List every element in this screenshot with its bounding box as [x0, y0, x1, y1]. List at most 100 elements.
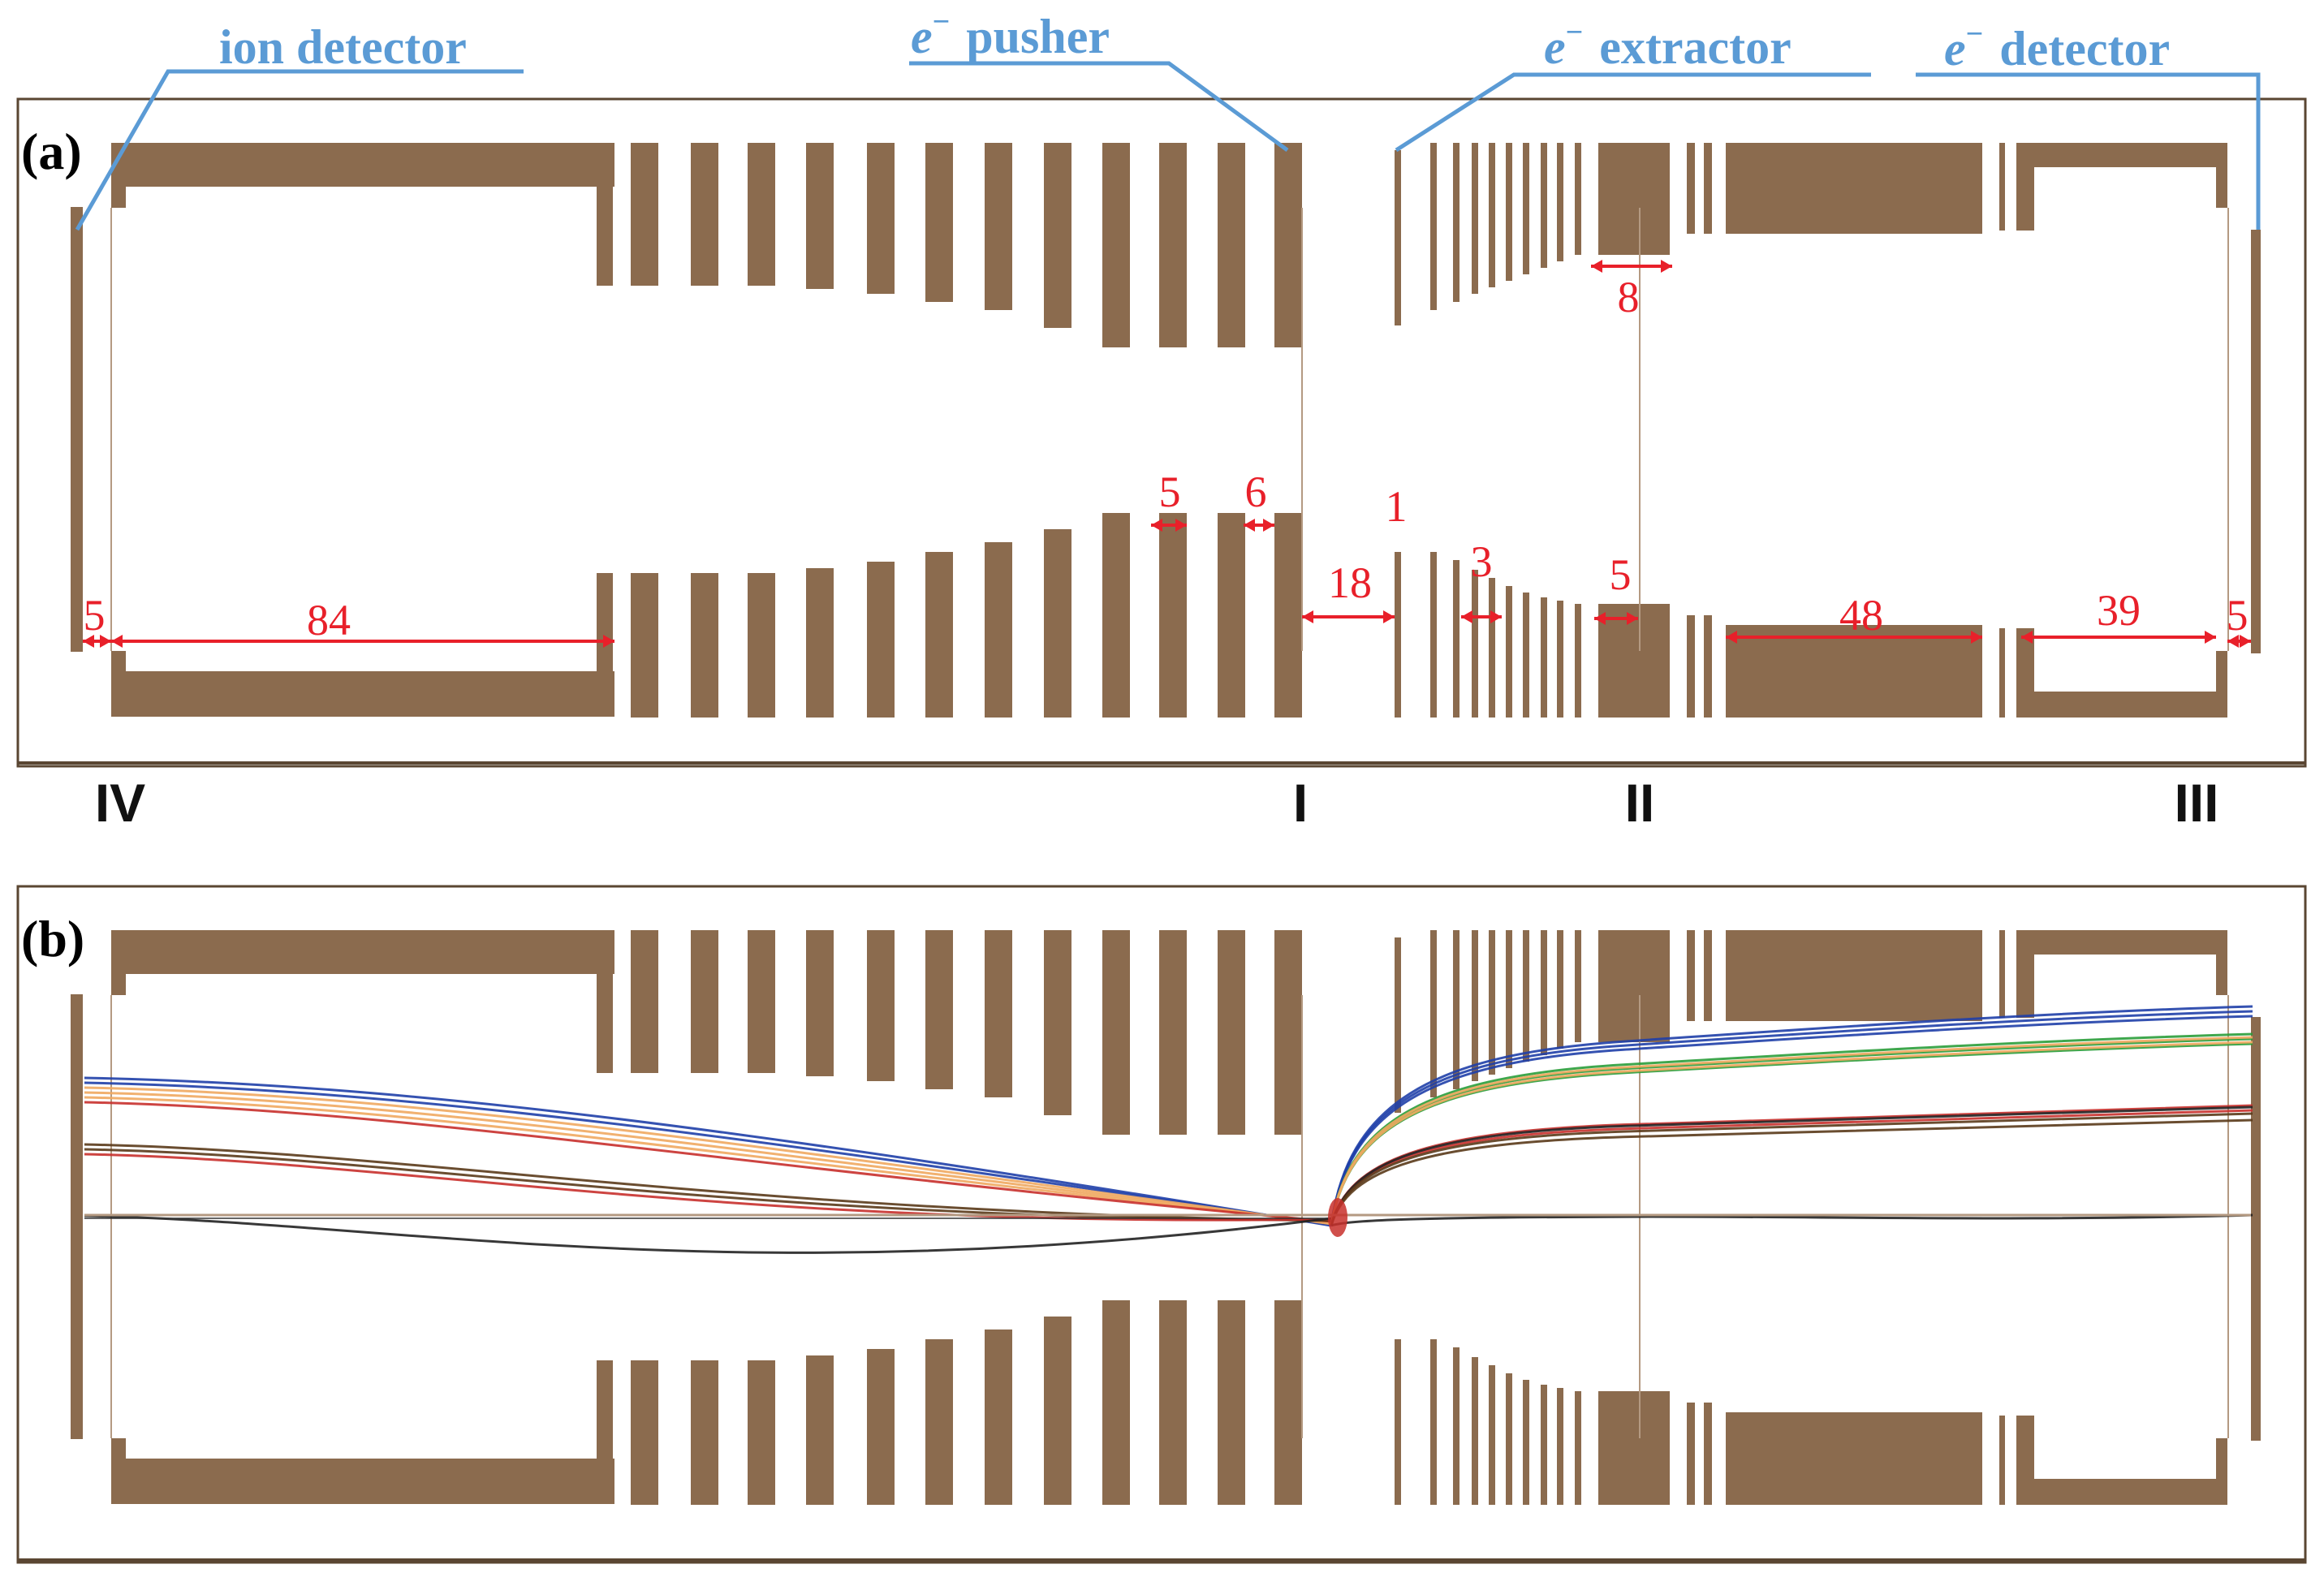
electrode [691, 143, 718, 286]
trajectory-electron [1330, 1112, 2253, 1226]
leader-e-pusher [909, 61, 1289, 153]
electrode [1044, 529, 1071, 718]
electrode [1598, 604, 1670, 718]
trajectory-ion [84, 1148, 1332, 1222]
leader-e-extractor [1395, 72, 1871, 153]
electrode [985, 143, 1012, 310]
electrode [2023, 143, 2227, 167]
electrode [1523, 143, 1529, 274]
electrode [1044, 143, 1071, 328]
plane-ii: II [1625, 773, 1655, 833]
electrode [1557, 930, 1563, 1049]
trajectory-set [84, 1005, 2253, 1254]
electrode [1102, 1300, 1130, 1505]
electrode [985, 930, 1012, 1097]
panel-a-frame [16, 97, 2307, 768]
electrode [1159, 1300, 1187, 1505]
callout-e-detector-text: detector [1999, 22, 2170, 75]
plane-labels: IV I II III [95, 773, 2219, 833]
electrode [1726, 625, 1982, 718]
electrode [71, 207, 83, 652]
electrode [1506, 1373, 1512, 1505]
electrode [867, 562, 895, 718]
dim-6: 6 [1245, 468, 1267, 516]
electrode [1523, 593, 1529, 718]
electrode [1704, 143, 1712, 234]
electrode [867, 1349, 895, 1505]
electrode [925, 143, 953, 302]
panel-a: (a) 5 84 5 6 1 18 3 5 8 48 39 5 ion dete [16, 5, 2307, 768]
trajectory-ion [84, 1091, 1332, 1225]
panel-b: (b) [16, 885, 2307, 1564]
dim-48: 48 [1839, 591, 1883, 640]
trajectory-ion [84, 1081, 1332, 1226]
electrode [1541, 143, 1547, 268]
electrode [2023, 930, 2227, 955]
electrode [1430, 143, 1437, 310]
electrode [925, 552, 953, 718]
electrode [1430, 930, 1437, 1097]
dimension-arrow [111, 635, 614, 648]
callout-e-extractor-text: extractor [1599, 20, 1791, 74]
electrode [925, 1339, 953, 1505]
plane-iii: III [2174, 773, 2218, 833]
electrode [1999, 143, 2005, 231]
trajectory-ion [84, 1096, 1332, 1224]
electrode [691, 573, 718, 718]
dim-5-mid: 5 [1159, 468, 1181, 516]
dimension-arrow [1591, 260, 1672, 273]
electrode [1489, 1365, 1495, 1505]
electrode [2216, 1438, 2227, 1505]
panel-a-label: (a) [21, 123, 82, 180]
electrode [1704, 615, 1712, 718]
electrode [111, 143, 126, 208]
plane-iv: IV [95, 773, 145, 833]
electrode [597, 930, 613, 1073]
electrode [1102, 143, 1130, 347]
electrode [806, 930, 834, 1076]
electrode [631, 573, 658, 718]
electrode [597, 143, 613, 286]
electrode [691, 930, 718, 1073]
dimension-labels: 5 84 5 6 1 18 3 5 8 48 39 5 [84, 273, 2249, 644]
minus-symbol: − [1966, 17, 1984, 51]
electrode [631, 930, 658, 1073]
electrode [1159, 513, 1187, 718]
electrode [111, 930, 614, 974]
electrode [1575, 930, 1581, 1042]
electrode [1430, 552, 1437, 718]
electrode [1472, 930, 1478, 1081]
electrode [1472, 570, 1478, 718]
electrode [631, 143, 658, 286]
electrode [1598, 143, 1670, 255]
electrode [1218, 143, 1245, 347]
electrode [1557, 1388, 1563, 1505]
electrode [1102, 930, 1130, 1135]
electrode [2251, 1017, 2261, 1441]
electrode [1726, 930, 1982, 1021]
electrode [1218, 1300, 1245, 1505]
dimension-arrow [2021, 631, 2216, 644]
dim-3: 3 [1471, 537, 1493, 586]
electrode [1044, 930, 1071, 1115]
electrode [2216, 651, 2227, 718]
electrode [2216, 143, 2227, 208]
callout-e-detector: e−detector [1944, 17, 2170, 75]
electrode [2023, 692, 2227, 718]
trajectory-ion [84, 1076, 1332, 1227]
trajectory-electron [1330, 1015, 2253, 1226]
electrode [1575, 1391, 1581, 1505]
electrode [1687, 143, 1695, 234]
trajectory-electron [1330, 1213, 2253, 1227]
electrode [1430, 1339, 1437, 1505]
trajectory-electron [1330, 1010, 2253, 1226]
electrode [2023, 628, 2034, 718]
electrode-set-b [71, 930, 2261, 1505]
electrode [748, 573, 775, 718]
electrode [111, 671, 614, 717]
dimension-arrow [83, 635, 111, 648]
electrode [1489, 578, 1495, 718]
e-symbol: e [1544, 20, 1566, 74]
electrode [1726, 143, 1982, 234]
electrode [2016, 1416, 2024, 1505]
